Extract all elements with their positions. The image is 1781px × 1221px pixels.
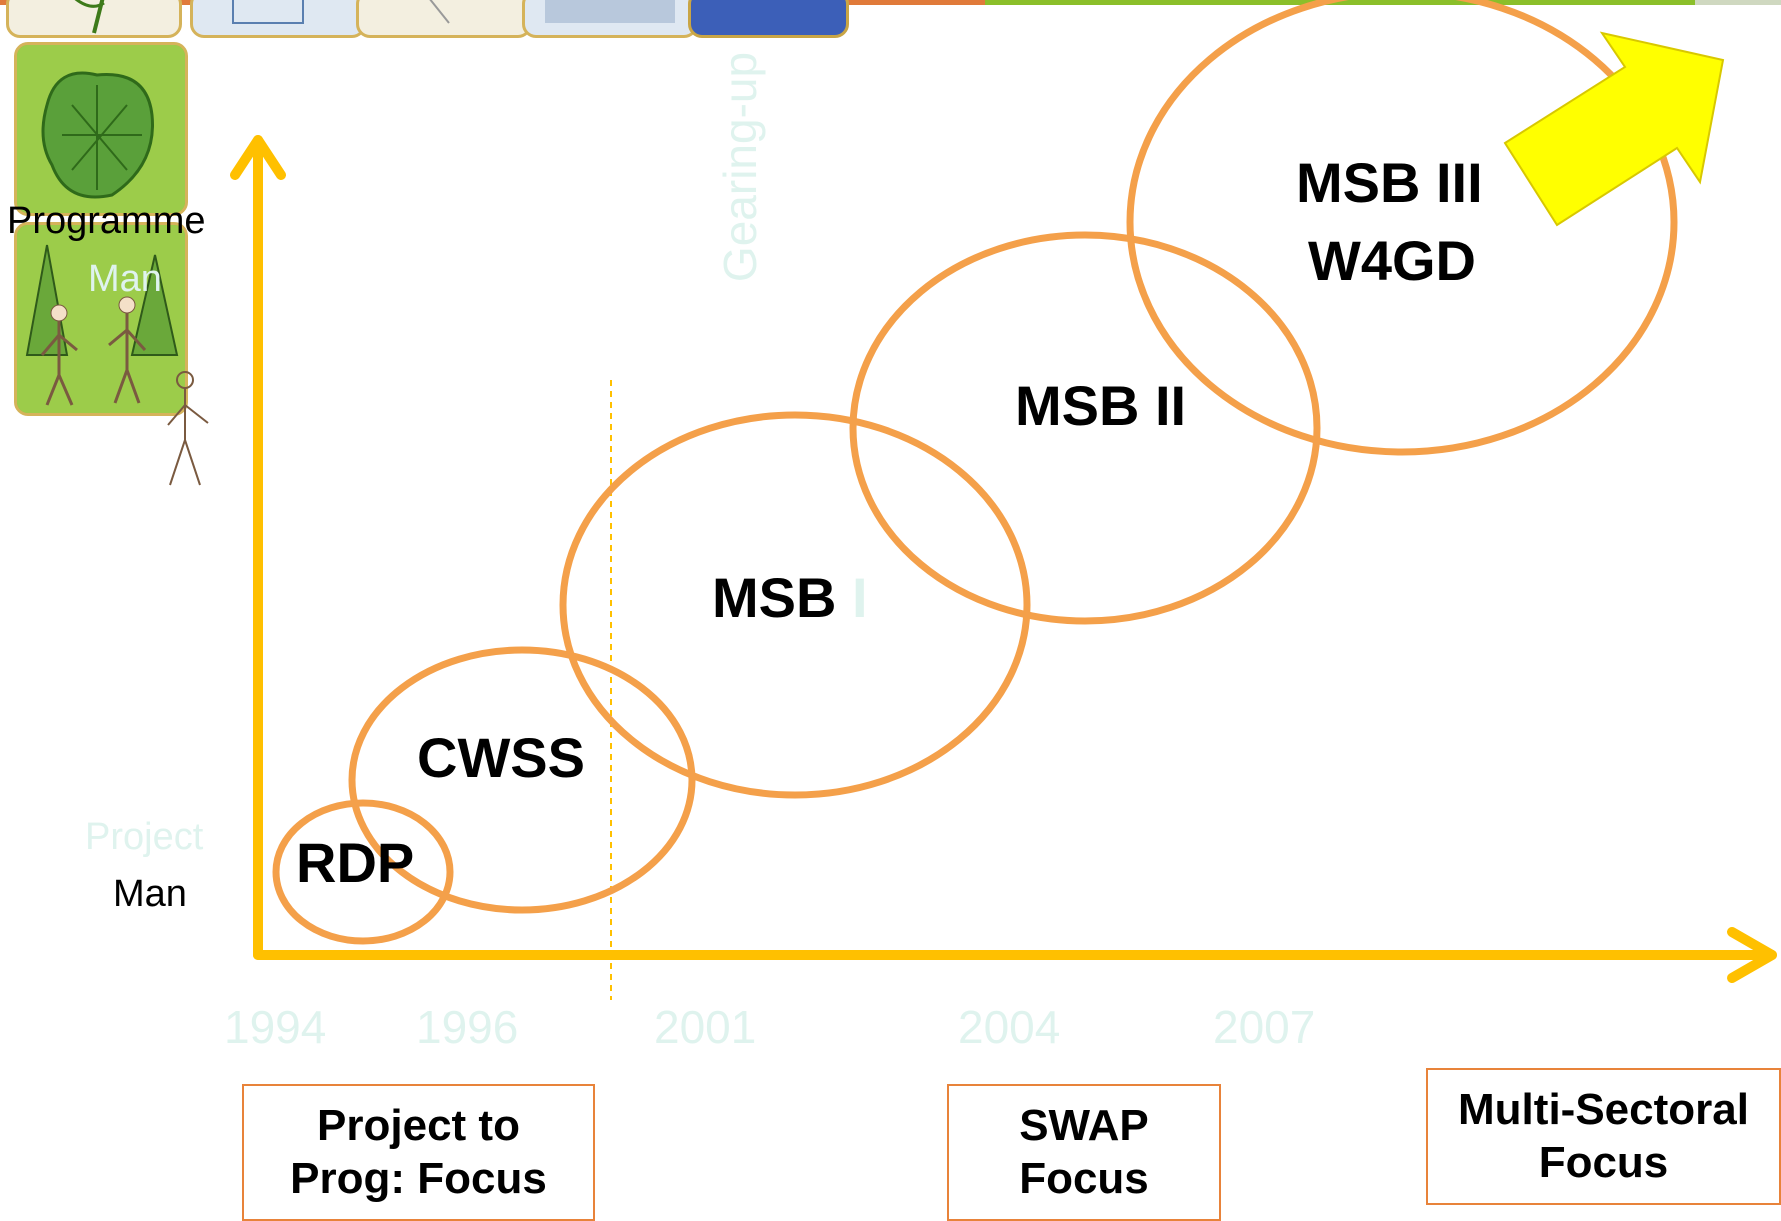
x-axis-arrowhead-icon	[1727, 927, 1777, 983]
thumbnail-plant-image	[6, 0, 182, 38]
focus-box-1-line1: Project to	[317, 1100, 520, 1150]
focus-box-3-line1: Multi-Sectoral	[1458, 1084, 1749, 1134]
phase-label-msb-i: MSB I	[712, 565, 868, 630]
focus-box-1-line2: Prog: Focus	[290, 1153, 547, 1203]
phase-label-cwss: CWSS	[417, 726, 585, 789]
thumbnail-sketch-image	[356, 0, 532, 38]
growth-arrow-icon	[1503, 31, 1725, 227]
y-axis-bottom-label: Man	[113, 873, 187, 915]
thumbnail-people-image	[522, 0, 698, 38]
y-axis-arrowhead-icon	[230, 135, 286, 180]
y-axis-bottom-label-faded: Project	[85, 816, 204, 858]
top-accent-bar-green	[985, 0, 1695, 5]
thumbnail-building-image	[190, 0, 366, 38]
phase-label-msb-iii: MSB III	[1296, 151, 1483, 214]
year-label-2001: 2001	[654, 1001, 757, 1053]
gearing-up-label: Gearing-up	[714, 51, 767, 283]
y-axis-top-label: Programme	[7, 200, 206, 242]
phase-label-msb-i-suffix: I	[852, 566, 868, 629]
phase-circle-msb-ii	[849, 231, 1321, 625]
phase-label-w4gd: W4GD	[1308, 229, 1476, 292]
top-accent-bar-corner	[1695, 0, 1781, 5]
focus-box-2-line1: SWAP	[1019, 1100, 1149, 1150]
year-label-1994: 1994	[224, 1001, 327, 1053]
phase-circle-msb-i	[559, 411, 1031, 799]
phase-circle-cwss	[348, 646, 696, 914]
focus-box-2-line2: Focus	[1019, 1153, 1149, 1203]
year-label-1996: 1996	[416, 1001, 519, 1053]
year-label-2007: 2007	[1213, 1001, 1316, 1053]
y-axis-top-label-faded: Man	[88, 258, 162, 300]
side-image-forest-people	[14, 222, 188, 416]
gearing-up-label-wrapper: Gearing-up	[590, 0, 766, 300]
year-label-2004: 2004	[958, 1001, 1061, 1053]
focus-box-3-line2: Focus	[1538, 1137, 1669, 1187]
side-image-walker-sketch	[167, 371, 209, 486]
phase-circle-msb-iii	[1126, 0, 1678, 456]
thumbnail-blue-image	[688, 0, 849, 38]
phase-label-rdp: RDP	[296, 831, 415, 894]
side-image-tree-canopy	[14, 42, 188, 216]
phase-label-msb-i-name: MSB	[712, 566, 837, 629]
phase-label-msb-ii: MSB II	[1015, 374, 1187, 437]
phase-circle-rdp	[272, 799, 454, 945]
